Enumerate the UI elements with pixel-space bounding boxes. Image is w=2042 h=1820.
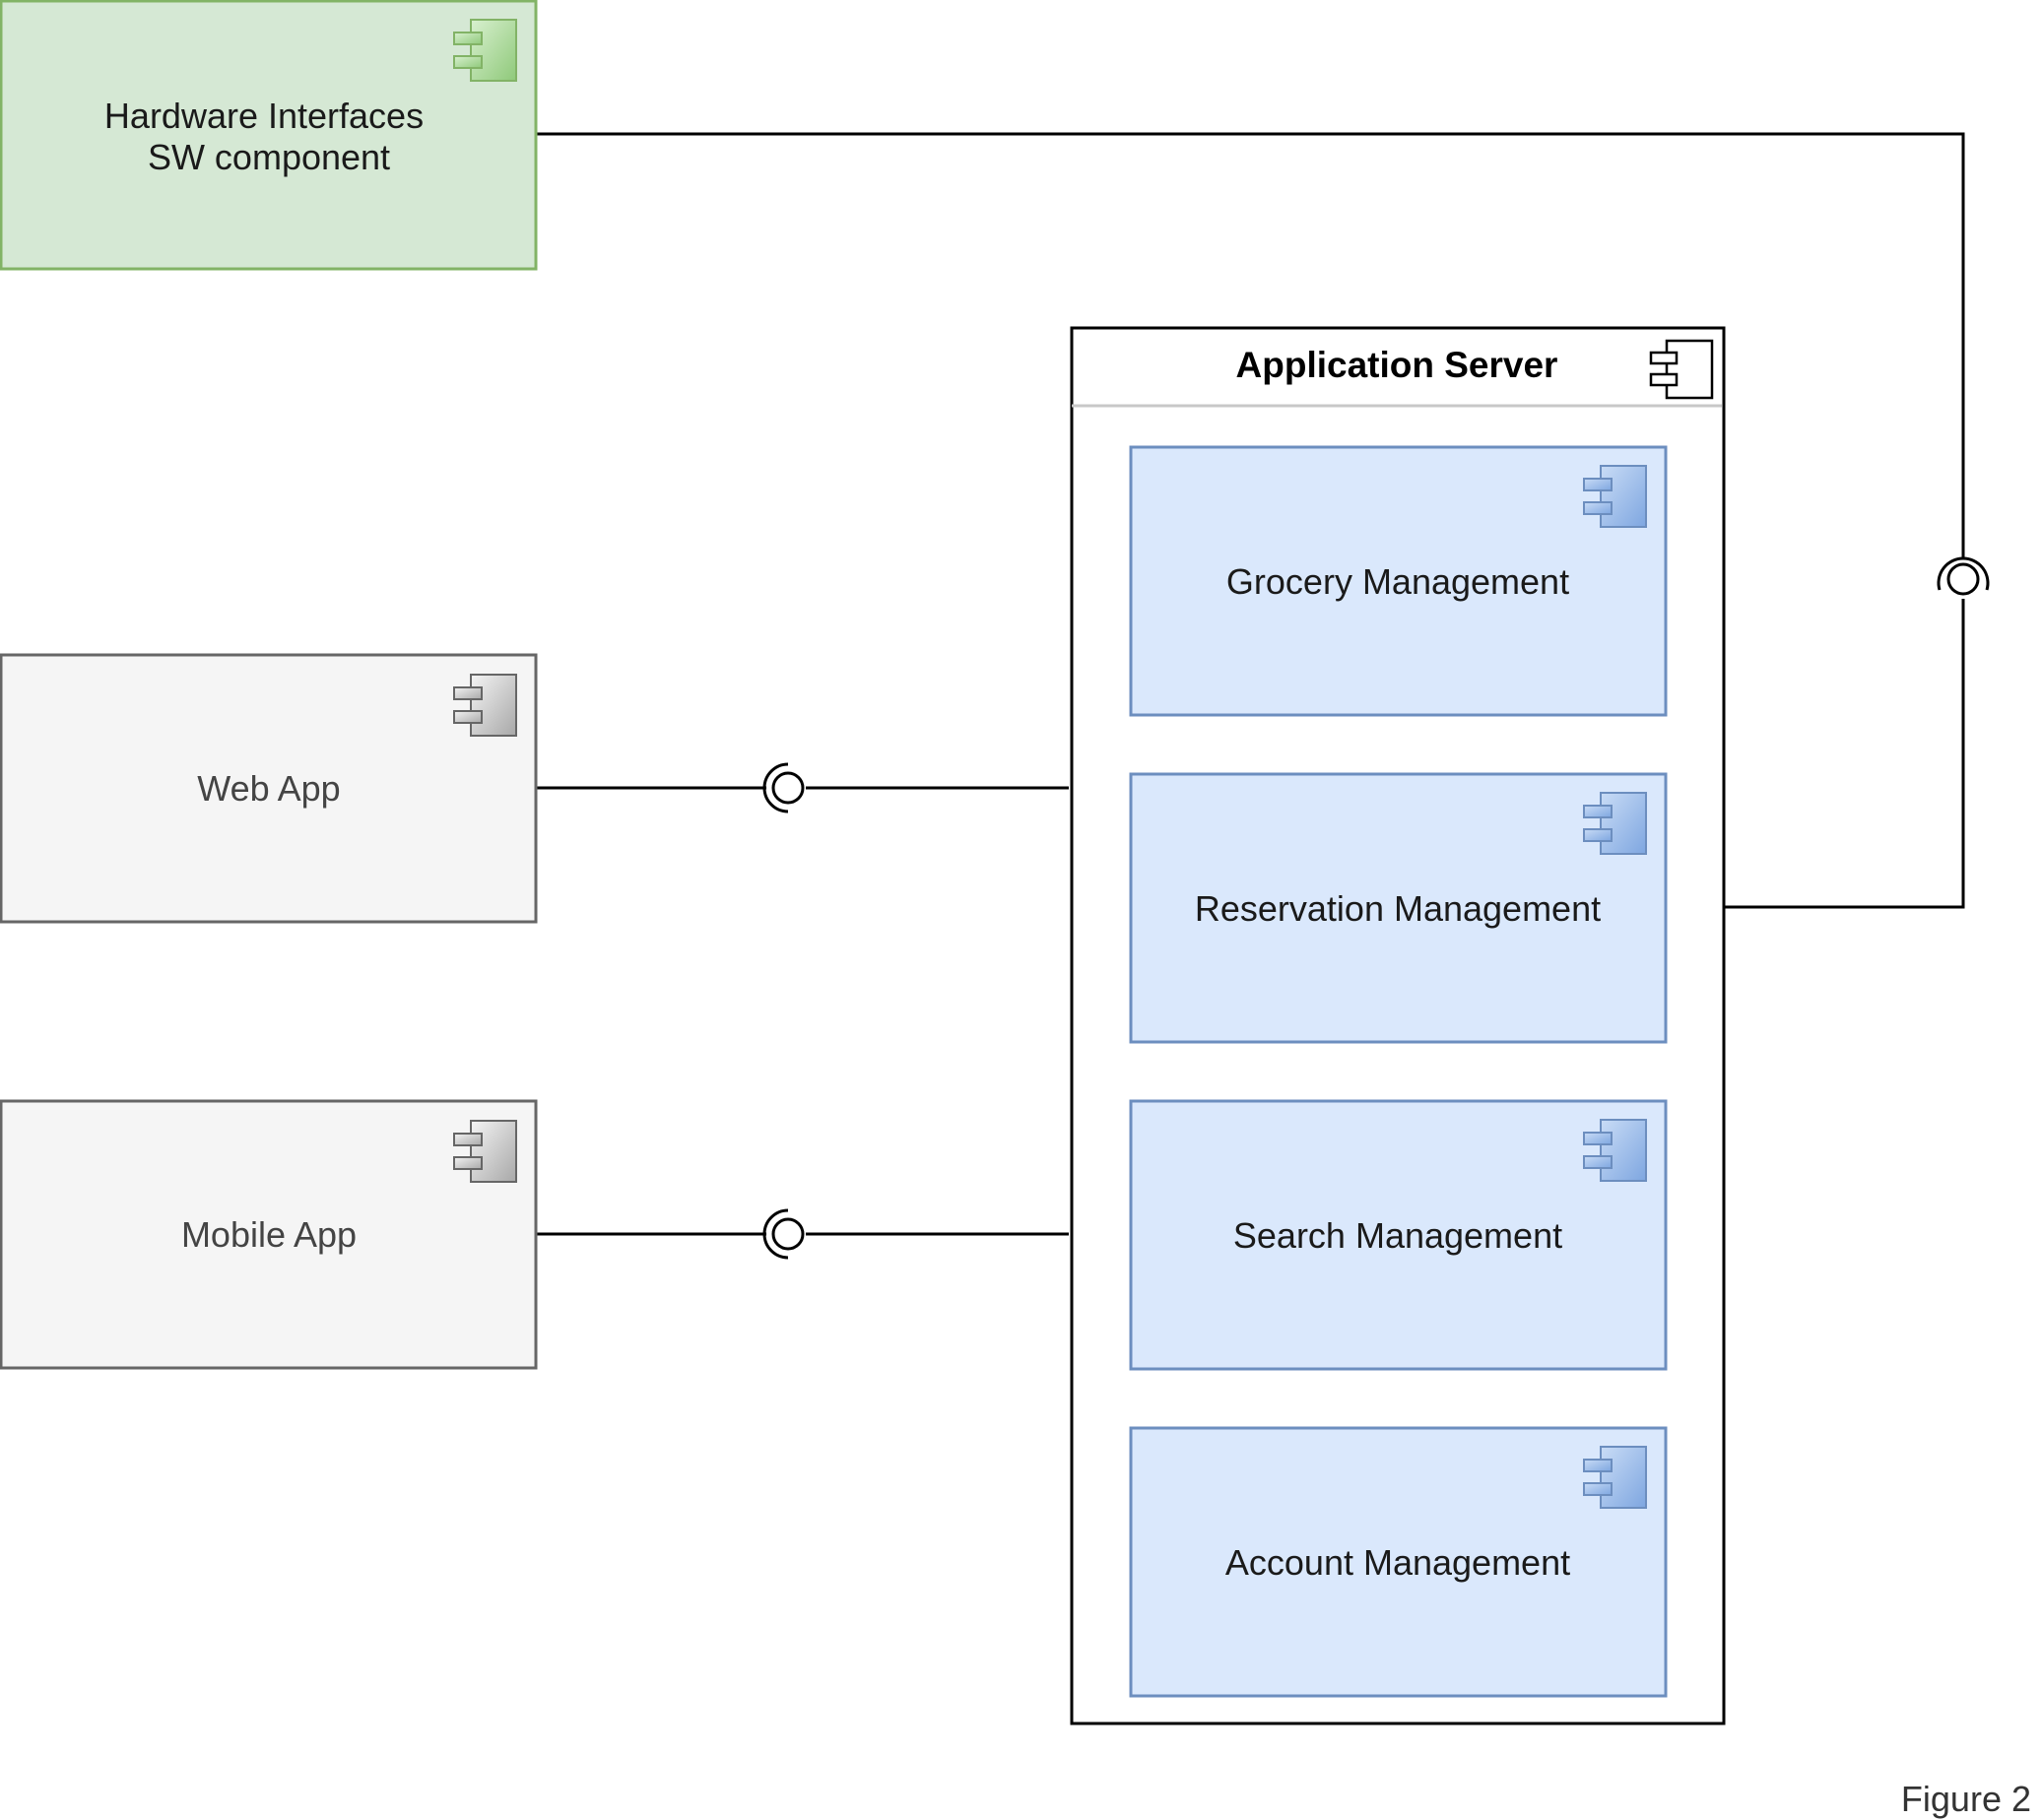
connector-hardware-reservation: [537, 132, 1965, 559]
lollipop-icon: [1946, 562, 1980, 596]
component-icon: [453, 1120, 517, 1183]
component-icon: [1583, 1119, 1647, 1182]
interface-mobileapp: [762, 1208, 805, 1260]
lollipop-icon: [771, 1217, 805, 1251]
component-icon: [1583, 465, 1647, 528]
interface-webapp: [762, 762, 805, 813]
figure-caption: Figure 2: [1901, 1779, 2031, 1819]
hardware-interfaces-component[interactable]: Hardware Interfaces SW component: [0, 0, 538, 271]
grocery-management-label: Grocery Management: [1226, 561, 1569, 602]
application-server-container[interactable]: Application Server Grocery Management: [1070, 326, 1726, 1725]
hardware-label-line1: Hardware Interfaces: [104, 96, 424, 136]
component-icon: [1649, 339, 1714, 400]
mobile-app-label: Mobile App: [181, 1214, 357, 1255]
search-management-component[interactable]: Search Management: [1129, 1099, 1668, 1371]
svg-text:Hardware Interfaces SW c: Hardware Interfaces SW component: [104, 96, 433, 177]
socket-icon: [1937, 556, 1990, 591]
search-management-label: Search Management: [1233, 1215, 1562, 1256]
socket-icon: [762, 1208, 789, 1260]
account-management-component[interactable]: Account Management: [1129, 1426, 1668, 1698]
component-icon: [453, 674, 517, 737]
component-icon: [453, 19, 517, 82]
mobile-app-component[interactable]: Mobile App: [0, 1099, 538, 1370]
web-app-label: Web App: [197, 768, 340, 809]
lollipop-icon: [771, 771, 805, 805]
connectors: [537, 132, 1965, 1236]
web-app-component[interactable]: Web App: [0, 653, 538, 924]
connector-reservation-socket: [1665, 599, 1965, 909]
interface-hardware-reservation: [1937, 556, 1990, 596]
reservation-management-component[interactable]: Reservation Management: [1129, 772, 1668, 1044]
grocery-management-component[interactable]: Grocery Management: [1129, 445, 1668, 717]
hardware-label-line2: SW component: [148, 137, 390, 177]
account-management-label: Account Management: [1225, 1542, 1570, 1583]
reservation-management-label: Reservation Management: [1195, 888, 1601, 929]
component-icon: [1583, 1446, 1647, 1509]
socket-icon: [762, 762, 789, 813]
application-server-title: Application Server: [1236, 345, 1558, 385]
component-icon: [1583, 792, 1647, 855]
